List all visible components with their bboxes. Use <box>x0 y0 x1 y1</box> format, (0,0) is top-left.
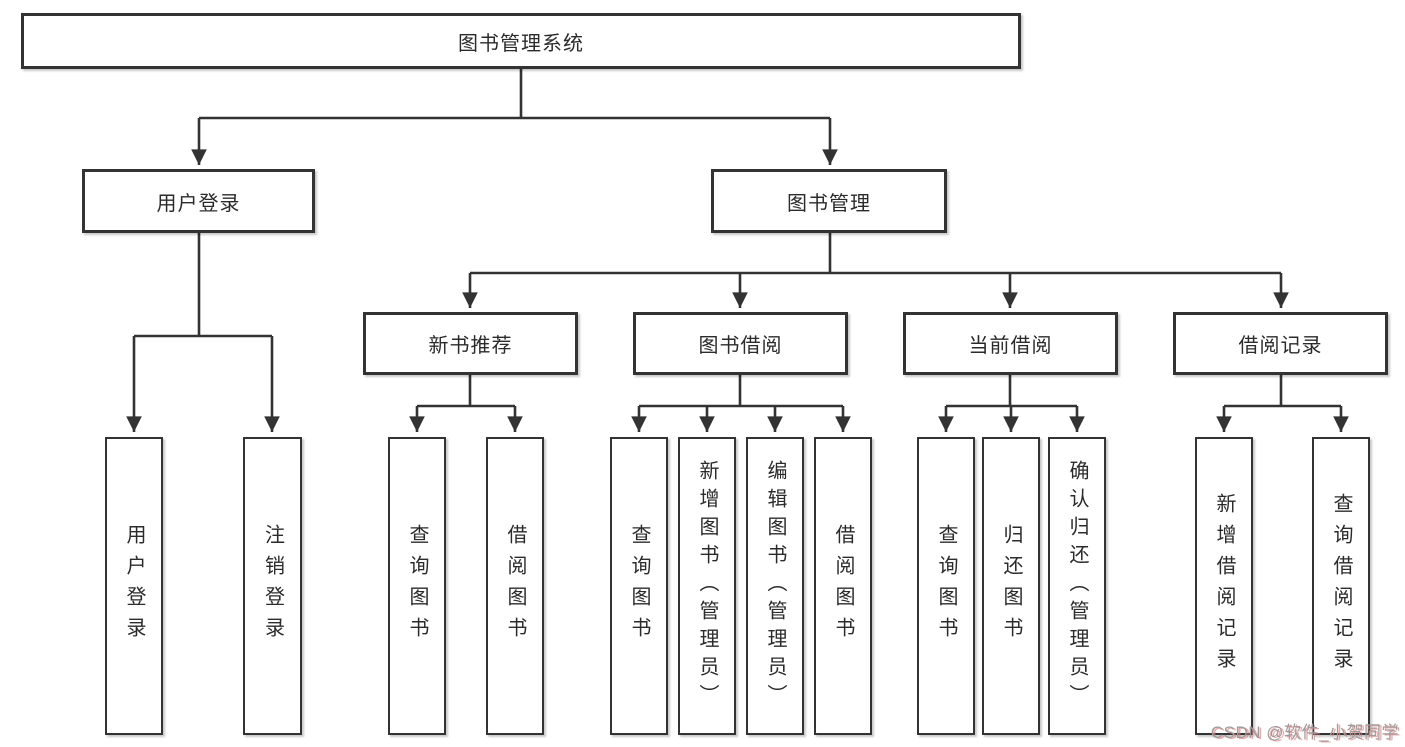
node-user-login-branch: 用户登录 <box>82 169 315 233</box>
node-label: 确认归还（管理员） <box>1066 460 1088 712</box>
node-label: 当前借阅 <box>968 335 1053 357</box>
leaf-logout: 注销登录 <box>243 437 302 735</box>
node-label: 注销登录 <box>261 524 284 648</box>
leaf-query-books-recommend: 查询图书 <box>388 437 446 735</box>
node-label: 新增图书（管理员） <box>696 460 718 712</box>
node-label: 借阅记录 <box>1238 335 1323 357</box>
leaf-add-borrow-record: 新增借阅记录 <box>1195 437 1253 735</box>
node-label: 用户登录 <box>123 524 145 648</box>
node-current-borrowing: 当前借阅 <box>903 312 1118 375</box>
node-label: 归还图书 <box>1000 524 1022 648</box>
leaf-confirm-return-admin: 确认归还（管理员） <box>1048 437 1106 735</box>
node-label: 查询图书 <box>935 524 957 648</box>
leaf-return-books: 归还图书 <box>982 437 1040 735</box>
leaf-query-borrow-record: 查询借阅记录 <box>1312 437 1370 735</box>
leaf-borrow-books: 借阅图书 <box>814 437 872 735</box>
node-label: 新增借阅记录 <box>1213 493 1235 679</box>
node-label: 查询图书 <box>406 524 428 648</box>
node-new-book-recommend: 新书推荐 <box>363 312 578 375</box>
leaf-query-books-borrowing: 查询图书 <box>610 437 668 735</box>
node-label: 图书借阅 <box>698 335 783 357</box>
node-label: 图书管理 <box>787 192 871 215</box>
node-borrow-records: 借阅记录 <box>1173 312 1388 375</box>
node-label: 用户登录 <box>156 192 241 215</box>
watermark: CSDN @软件_小贺同学 <box>1210 723 1399 742</box>
node-label: 借阅图书 <box>504 524 526 648</box>
node-label: 查询借阅记录 <box>1330 493 1352 679</box>
node-book-management: 图书管理 <box>711 169 947 233</box>
node-label: 编辑图书（管理员） <box>764 460 786 712</box>
node-book-borrowing: 图书借阅 <box>633 312 848 375</box>
node-label: 查询图书 <box>628 524 650 648</box>
leaf-user-login: 用户登录 <box>105 437 163 735</box>
leaf-borrow-books-recommend: 借阅图书 <box>486 437 544 735</box>
node-label: 借阅图书 <box>832 524 854 648</box>
leaf-query-books-current: 查询图书 <box>917 437 975 735</box>
leaf-edit-books-admin: 编辑图书（管理员） <box>746 437 804 735</box>
leaf-add-books-admin: 新增图书（管理员） <box>678 437 736 735</box>
node-root-system: 图书管理系统 <box>21 13 1021 69</box>
node-label: 新书推荐 <box>428 335 513 357</box>
node-label: 图书管理系统 <box>458 32 584 55</box>
